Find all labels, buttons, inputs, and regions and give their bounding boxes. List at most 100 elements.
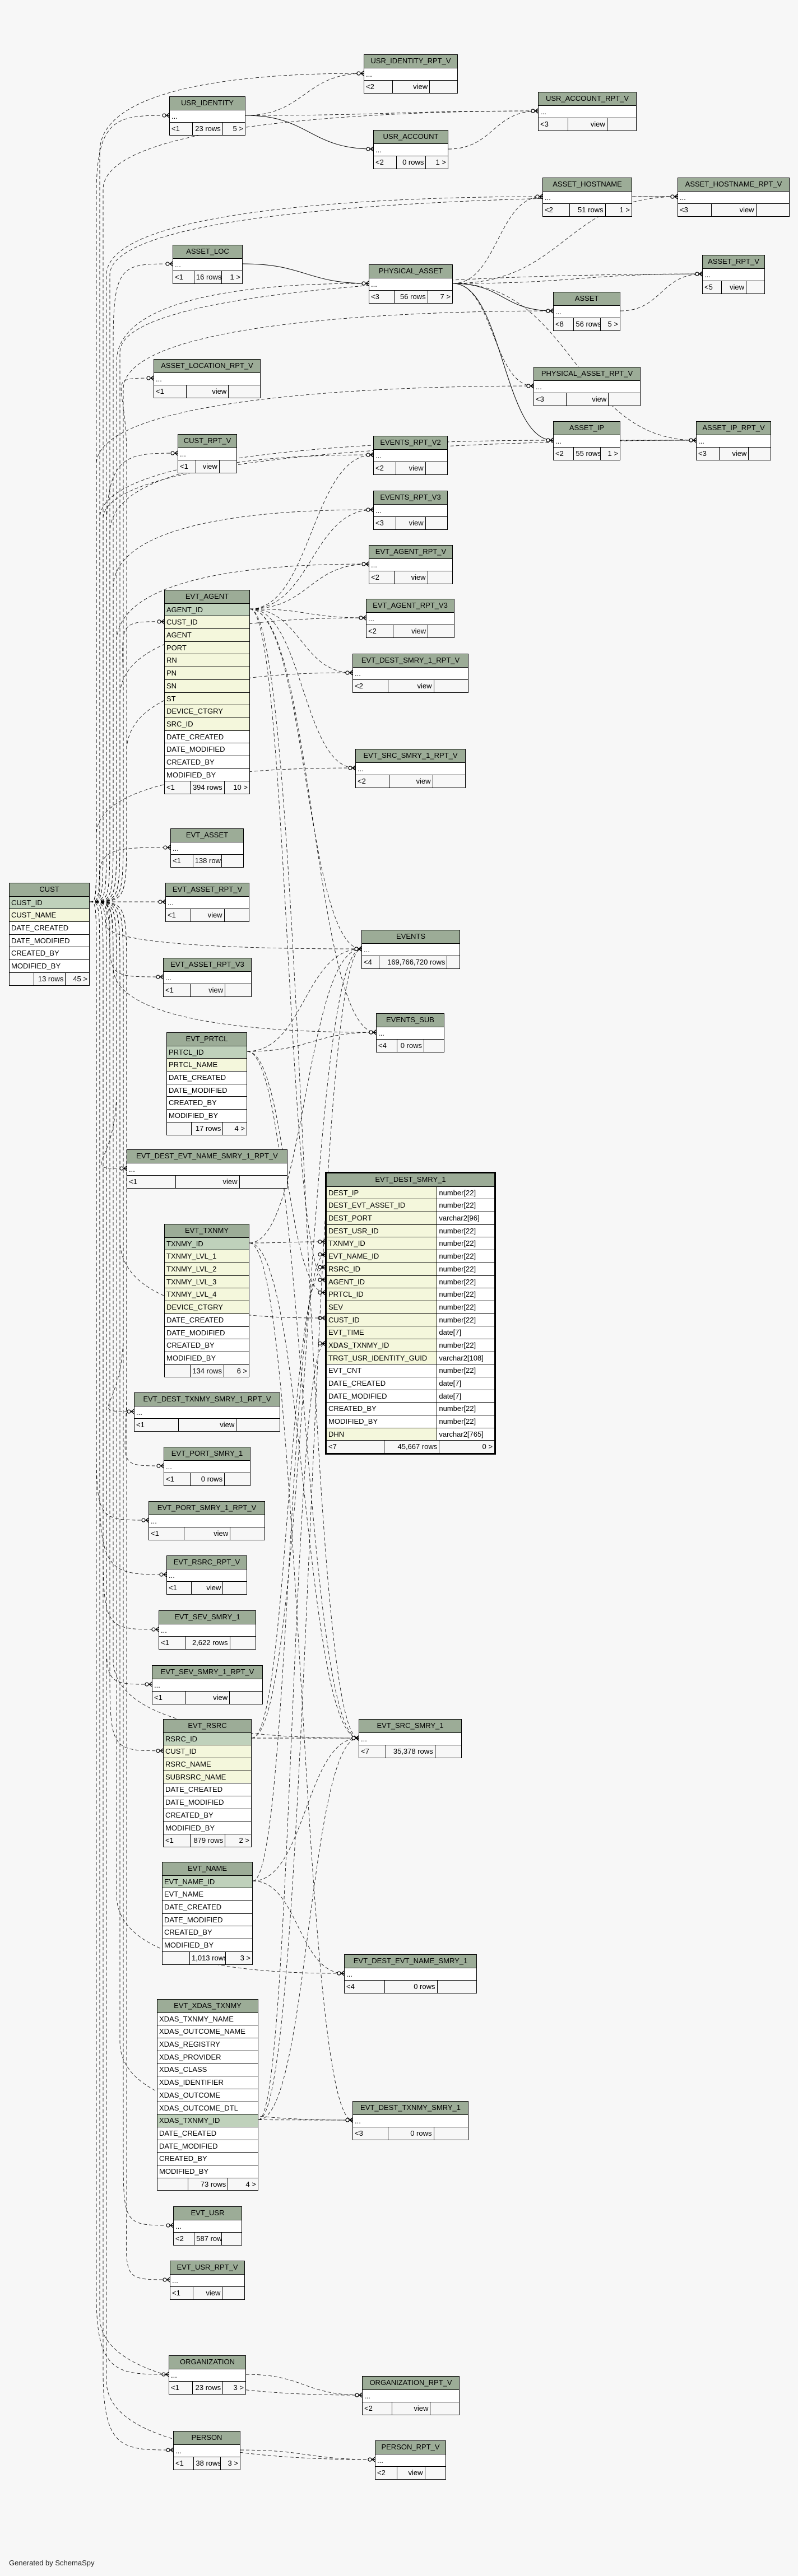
child-count-link[interactable] bbox=[424, 2467, 446, 2480]
child-count-link[interactable] bbox=[229, 1692, 262, 1704]
parent-count-link[interactable]: <1 bbox=[165, 1836, 174, 1845]
parent-count-link[interactable] bbox=[163, 1952, 189, 1964]
column-row[interactable]: EVT_NAME_ID bbox=[163, 1875, 252, 1888]
column-row[interactable]: DATE_CREATED bbox=[165, 1313, 249, 1326]
collapsed-columns[interactable]: ... bbox=[174, 2219, 242, 2233]
table-header[interactable]: ASSET_LOC bbox=[173, 245, 242, 258]
table-header[interactable]: EVT_SRC_SMRY_1 bbox=[359, 1720, 461, 1732]
column-row[interactable]: XDAS_REGISTRY bbox=[157, 2038, 258, 2051]
column-row[interactable]: DATE_MODIFIED bbox=[164, 1796, 251, 1809]
child-count-link[interactable]: 3 > bbox=[220, 2457, 240, 2470]
collapsed-columns[interactable]: ... bbox=[374, 143, 448, 156]
child-count-link[interactable] bbox=[427, 571, 452, 584]
child-count-link[interactable] bbox=[222, 2287, 244, 2300]
parent-count-link[interactable]: <4 bbox=[378, 1041, 387, 1050]
parent-count-link[interactable]: <8 bbox=[555, 320, 564, 329]
table-name[interactable]: USR_ACCOUNT_RPT_V bbox=[545, 94, 629, 103]
child-count-link[interactable] bbox=[437, 1981, 477, 1993]
column-row[interactable]: PRTCL_NAME bbox=[167, 1058, 247, 1072]
column-row[interactable]: DATE_CREATED bbox=[10, 921, 89, 934]
table-name[interactable]: EVT_SEV_SMRY_1_RPT_V bbox=[160, 1667, 254, 1676]
column-row[interactable]: DATE_CREATED bbox=[157, 2126, 258, 2140]
column-row[interactable]: SUBRSRC_NAME bbox=[164, 1770, 251, 1783]
table-header[interactable]: EVT_ASSET bbox=[171, 829, 243, 842]
table-header[interactable]: EVT_DEST_EVT_NAME_SMRY_1_RPT_V bbox=[127, 1150, 287, 1163]
table-name[interactable]: ORGANIZATION bbox=[180, 2358, 235, 2366]
table-name[interactable]: EVT_ASSET_RPT_V bbox=[172, 885, 243, 893]
table-header[interactable]: EVENTS_RPT_V3 bbox=[374, 491, 447, 504]
child-count-link[interactable] bbox=[748, 448, 771, 460]
table-name[interactable]: EVT_DEST_TXNMY_SMRY_1_RPT_V bbox=[143, 1395, 271, 1403]
collapsed-columns[interactable]: ... bbox=[154, 372, 260, 385]
table-header[interactable]: PERSON_RPT_V bbox=[375, 2441, 446, 2454]
child-count-link[interactable]: 1 > bbox=[600, 448, 620, 460]
column-row[interactable]: TXNMY_ID bbox=[165, 1237, 249, 1250]
child-count-link[interactable] bbox=[229, 1637, 256, 1650]
column-row[interactable]: TXNMY_LVL_4 bbox=[165, 1288, 249, 1301]
column-row[interactable]: SN bbox=[165, 679, 249, 692]
parent-count-link[interactable]: <1 bbox=[180, 462, 188, 471]
collapsed-columns[interactable]: ... bbox=[159, 1623, 256, 1637]
table-header[interactable]: EVT_NAME bbox=[163, 1862, 252, 1875]
child-count-link[interactable] bbox=[230, 1527, 265, 1540]
table-name[interactable]: EVT_PRTCL bbox=[185, 1035, 228, 1043]
parent-count-link[interactable]: <1 bbox=[166, 783, 175, 792]
column-row[interactable]: DEVICE_CTGRY bbox=[165, 705, 249, 718]
column-row[interactable]: AGENT bbox=[165, 628, 249, 641]
collapsed-columns[interactable]: ... bbox=[353, 667, 468, 680]
parent-count-link[interactable]: <4 bbox=[346, 1982, 355, 1991]
collapsed-columns[interactable]: ... bbox=[697, 434, 771, 448]
table-header[interactable]: ORGANIZATION bbox=[169, 2356, 245, 2369]
collapsed-columns[interactable]: ... bbox=[170, 109, 245, 123]
child-count-link[interactable] bbox=[425, 517, 447, 530]
child-count-link[interactable]: 4 > bbox=[228, 2178, 258, 2191]
table-name[interactable]: ASSET bbox=[574, 294, 599, 302]
child-count-link[interactable]: 3 > bbox=[222, 2382, 245, 2395]
child-count-link[interactable] bbox=[434, 1745, 461, 1758]
parent-count-link[interactable]: <3 bbox=[536, 395, 544, 404]
table-name[interactable]: EVT_DEST_TXNMY_SMRY_1 bbox=[360, 2103, 461, 2112]
table-header[interactable]: PHYSICAL_ASSET bbox=[369, 265, 452, 278]
column-row[interactable]: CREATED_BY bbox=[164, 1808, 251, 1822]
table-header[interactable]: EVENTS_RPT_V2 bbox=[374, 436, 447, 449]
table-name[interactable]: ASSET_HOSTNAME_RPT_V bbox=[685, 180, 782, 188]
column-row[interactable]: XDAS_TXNMY_ID bbox=[157, 2114, 258, 2127]
column-row[interactable]: DEVICE_CTGRY bbox=[165, 1301, 249, 1313]
table-name[interactable]: EVENTS_RPT_V2 bbox=[380, 438, 441, 446]
parent-count-link[interactable]: <1 bbox=[171, 2383, 179, 2392]
collapsed-columns[interactable]: ... bbox=[174, 2444, 240, 2457]
table-name[interactable]: EVENTS_RPT_V3 bbox=[380, 493, 441, 501]
collapsed-columns[interactable]: ... bbox=[678, 190, 789, 204]
column-row[interactable]: CREATED_BY bbox=[165, 755, 249, 768]
collapsed-columns[interactable]: ... bbox=[359, 1732, 461, 1745]
child-count-link[interactable] bbox=[236, 1419, 280, 1432]
child-count-link[interactable]: 7 > bbox=[427, 291, 452, 304]
column-row[interactable]: TXNMY_LVL_2 bbox=[165, 1263, 249, 1275]
collapsed-columns[interactable]: ... bbox=[134, 1405, 280, 1419]
table-header[interactable]: EVT_DEST_SMRY_1_RPT_V bbox=[353, 654, 468, 667]
collapsed-columns[interactable]: ... bbox=[178, 447, 236, 460]
table-header[interactable]: PHYSICAL_ASSET_RPT_V bbox=[534, 367, 640, 380]
table-name[interactable]: CUST bbox=[39, 885, 59, 893]
